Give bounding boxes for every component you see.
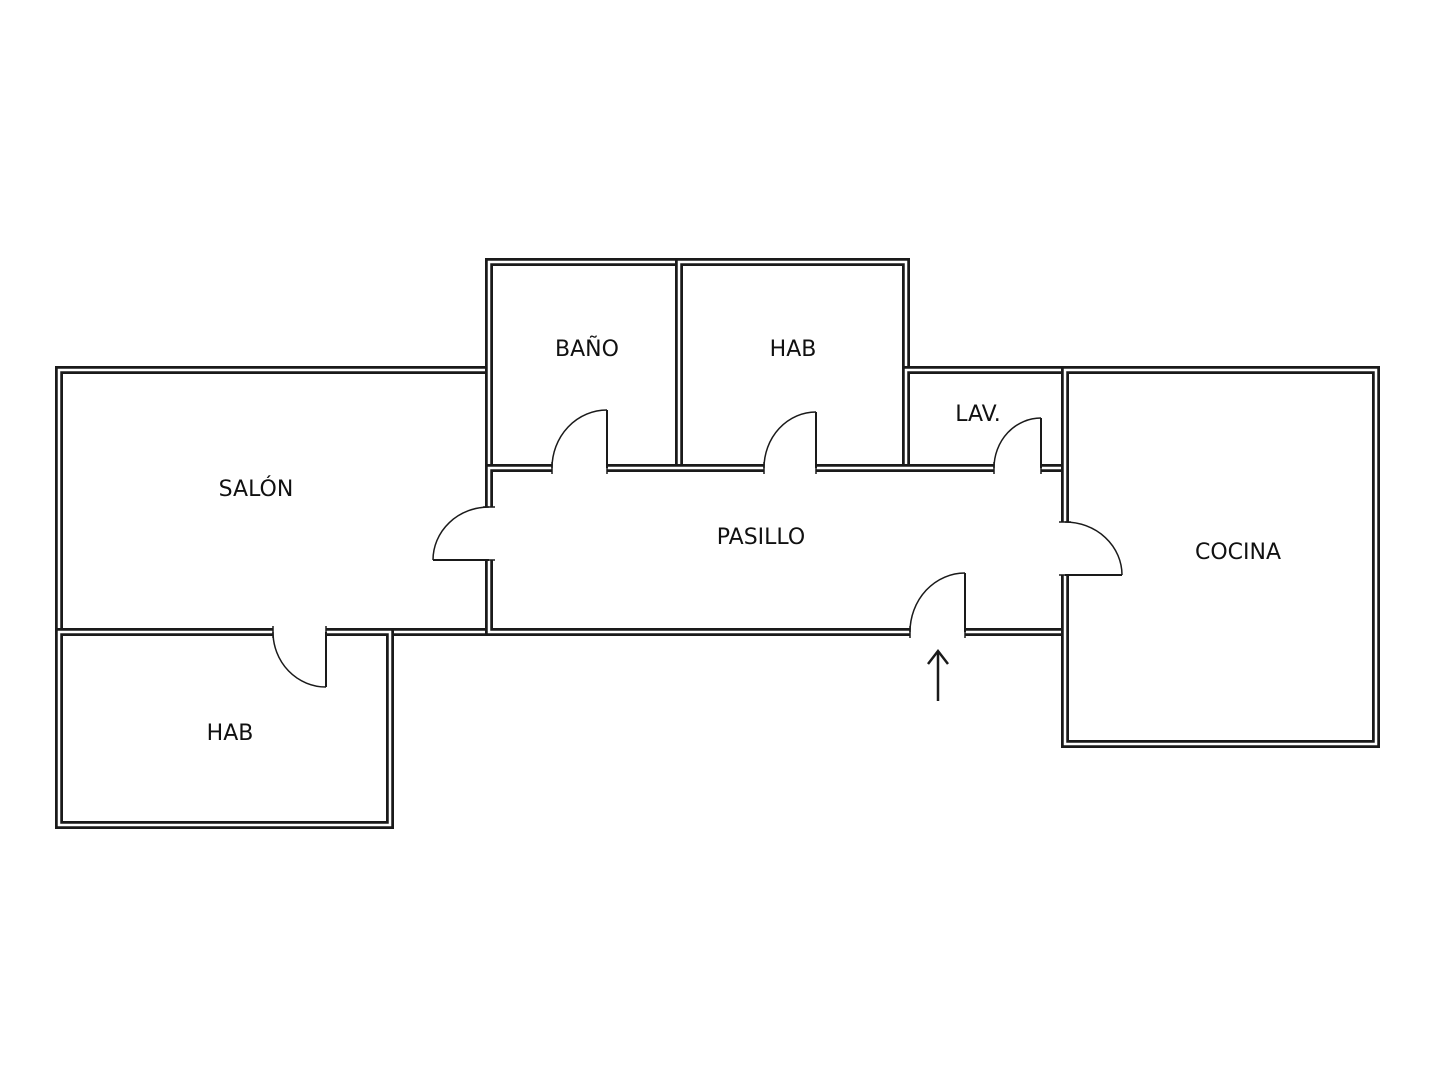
hab-top-wall bbox=[675, 258, 910, 472]
room-label-salon: SALÓN bbox=[219, 476, 294, 502]
room-label-cocina: COCINA bbox=[1195, 540, 1281, 565]
room-label-hab-top: HAB bbox=[770, 337, 817, 362]
arrow-up-icon bbox=[927, 648, 949, 701]
room-label-lav: LAV. bbox=[955, 402, 1001, 427]
room-label-pasillo: PASILLO bbox=[717, 525, 805, 550]
hab-bottom-door bbox=[272, 626, 327, 688]
entrance-door bbox=[909, 572, 966, 638]
salon-door bbox=[432, 506, 495, 561]
room-labels: SALÓN BAÑO HAB LAV. PASILLO COCINA HAB bbox=[207, 335, 1281, 746]
room-label-hab-bottom: HAB bbox=[207, 721, 254, 746]
room-label-bano: BAÑO bbox=[555, 335, 619, 362]
bano-door bbox=[551, 409, 608, 474]
bano-wall bbox=[485, 258, 683, 472]
hab-top-door bbox=[763, 411, 817, 474]
lav-door bbox=[993, 417, 1042, 474]
doors bbox=[272, 409, 1123, 688]
cocina-door bbox=[1059, 521, 1123, 576]
pasillo-wall bbox=[485, 464, 1069, 636]
